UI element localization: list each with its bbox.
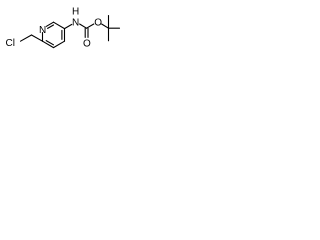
atom-amide-nitrogen: N [72, 18, 79, 29]
bond-carbonyl-ether [85, 23, 95, 29]
bond-ring-c2-c3 [41, 40, 55, 49]
bond-ring-c3-c4 [52, 40, 66, 49]
bond-ring-c5-c6 [52, 21, 66, 30]
atom-ether-oxygen: O [94, 18, 102, 29]
atom-labels: Cl N N H O O [6, 7, 103, 50]
atom-chlorine: Cl [6, 38, 15, 49]
bond-ring-inner-1 [45, 40, 55, 46]
atom-ring-nitrogen: N [39, 25, 46, 36]
bond-ring-inner-3 [47, 24, 55, 29]
bond-ether-cq [101, 23, 110, 29]
bond-cl-ch2 [19, 34, 33, 42]
atom-carbonyl-oxygen: O [83, 39, 91, 50]
bond-nh-carbonyl [79, 23, 88, 29]
bond-ring-nh [63, 23, 73, 30]
bond-ring-c6-n [45, 21, 55, 27]
chemical-structure: Cl N N H O O [6, 7, 121, 50]
bond-ch2-ring [30, 34, 44, 42]
bond-lines [19, 15, 121, 49]
atom-amide-hydrogen: H [72, 7, 79, 18]
